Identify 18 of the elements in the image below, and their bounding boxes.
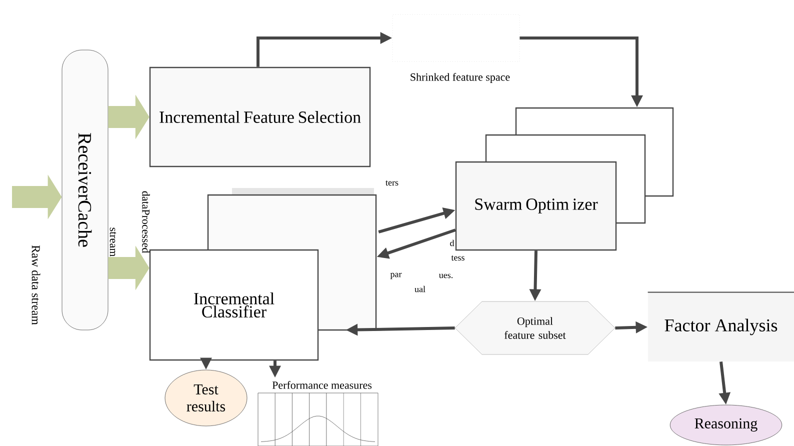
fragment-label: ues. bbox=[439, 274, 453, 278]
box-stack: Swarm Optim izer bbox=[455, 107, 674, 251]
performance-chart-drawing: Performance measures bbox=[258, 381, 378, 446]
fragment-label: par bbox=[390, 272, 402, 280]
fragment-label: d bbox=[450, 240, 454, 246]
fragment-label: dataProcessed bbox=[142, 191, 150, 254]
process-box: Incremental Feature Selection bbox=[149, 66, 371, 168]
cache-cylinder: ReceiverCache bbox=[62, 50, 108, 330]
edge-label: Raw data stream bbox=[32, 245, 40, 325]
node-label: Performance measures bbox=[272, 381, 372, 389]
fragment-label: ual bbox=[414, 286, 426, 292]
box-stack: Incremental Classifier bbox=[149, 188, 377, 361]
fragment-label: ters bbox=[386, 180, 398, 186]
feature-space-box: Shrinked feature space bbox=[392, 14, 520, 84]
node-label: Shrinked feature space bbox=[410, 72, 510, 84]
analysis-box: Factor Analysis bbox=[647, 292, 794, 362]
fragment-label: tess bbox=[451, 255, 464, 261]
subset-hexagon: Optimal feature subset bbox=[454, 301, 616, 355]
